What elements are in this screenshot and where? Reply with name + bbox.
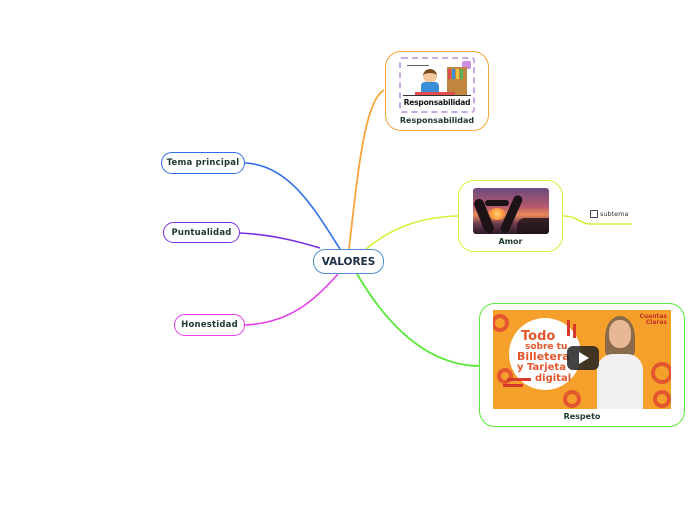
bunting-icon [407,65,429,72]
subtopic-label: subtema [600,210,629,218]
subtopic-subtema[interactable]: subtema [590,210,629,218]
video-thumbnail[interactable]: Todo sobre tu Billetera y Tarjeta digita… [493,310,671,409]
video-title-line: digital [535,373,572,384]
topic-tema-principal[interactable]: Tema principal [161,152,245,174]
desk-icon [415,92,455,97]
topic-honestidad[interactable]: Honestidad [174,314,245,336]
topic-label: Puntualidad [171,227,232,238]
topic-amor[interactable]: Amor [458,180,563,252]
video-title-line: Billetera [517,350,570,363]
video-title-line: y Tarjeta [517,362,566,373]
play-icon[interactable] [567,346,599,370]
central-topic-valores[interactable]: VALORES [313,249,384,274]
video-title-line: Todo [521,329,556,344]
topic-responsabilidad[interactable]: Responsabilidad Responsabilidad [385,51,489,131]
heart-hands-photo [472,188,549,234]
topic-label: Responsabilidad [399,116,475,125]
topic-label: Respeto [563,412,601,421]
brand-logo: Cuentas Claras [639,313,667,326]
badge-icon [462,61,471,69]
topic-label: Amor [498,237,523,246]
topic-label: Honestidad [181,320,238,330]
presenter-photo [597,316,643,409]
illustration-text: Responsabilidad [403,95,471,109]
topic-respeto[interactable]: Todo sobre tu Billetera y Tarjeta digita… [479,303,685,427]
child-icon [423,69,437,83]
topic-label: Tema principal [166,158,240,168]
sunset-icon [488,208,505,220]
topic-puntualidad[interactable]: Puntualidad [163,222,240,243]
video-title-line: sobre tu [525,342,568,352]
responsabilidad-illustration: Responsabilidad [399,57,475,113]
central-topic-label: VALORES [321,255,376,268]
checkbox-icon[interactable] [590,210,598,218]
